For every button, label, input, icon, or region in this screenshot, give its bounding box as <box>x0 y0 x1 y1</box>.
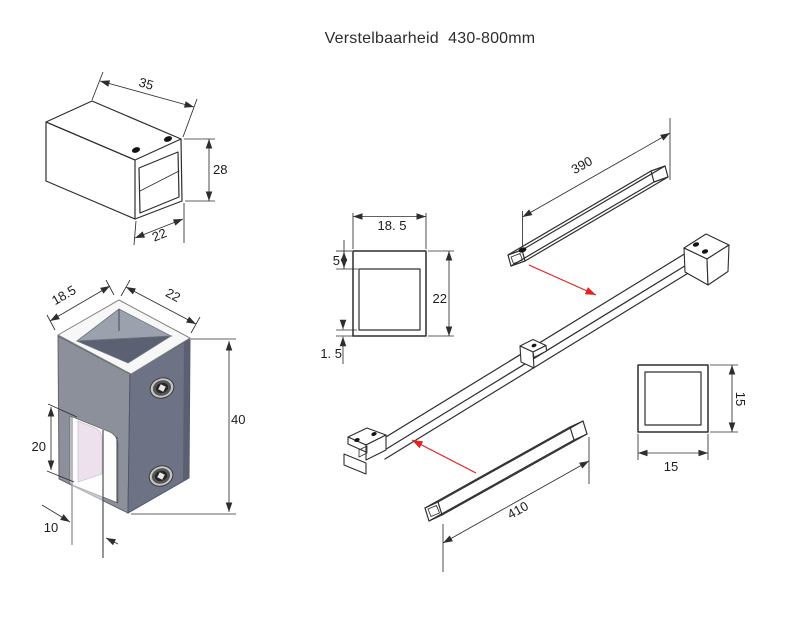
dim-box-height: 28 <box>184 138 227 202</box>
dim-label-upper-bar-length: 390 <box>569 153 595 177</box>
dim-label-profile-top-inset: 5 <box>333 253 340 268</box>
rod-glass-fitting <box>343 427 387 475</box>
dim-clamp-slot-height: 20 <box>32 403 78 483</box>
lower-bar-drawing: 410 <box>424 420 590 572</box>
pointer-arrow <box>411 439 477 474</box>
glass-panel <box>72 417 103 558</box>
dim-box-depth: 22 <box>133 203 185 246</box>
screw-hole-icon <box>531 343 537 348</box>
dim-profile-wall: 1. 5 <box>320 319 357 364</box>
profile-cross-section-drawing: 18. 5 5 22 1. 5 <box>320 213 454 364</box>
screw-hole-icon <box>354 438 360 442</box>
dim-label-box-width: 35 <box>137 74 155 92</box>
dim-profile-top-inset: 5 <box>333 240 358 270</box>
dim-box-width: 35 <box>91 71 198 138</box>
screw-hole-icon <box>701 249 709 254</box>
rod-middle-sleeve <box>519 338 548 369</box>
hex-screw-icon <box>148 465 174 487</box>
screw-hole-icon <box>371 432 377 436</box>
dim-glass-thickness: 10 <box>41 504 119 546</box>
dim-label-box-height: 28 <box>213 162 227 177</box>
dim-label-tube-height: 15 <box>733 392 748 406</box>
screw-hole-icon <box>692 242 700 247</box>
dim-label-clamp-height: 40 <box>231 412 245 427</box>
dim-label-lower-bar-length: 410 <box>505 498 531 522</box>
upper-bar-drawing: 390 <box>507 118 671 267</box>
dim-label-profile-wall: 1. 5 <box>320 346 342 361</box>
dim-label-profile-height: 22 <box>433 291 447 306</box>
dim-upper-bar-length: 390 <box>522 118 671 247</box>
dim-label-slot-height: 20 <box>32 439 46 454</box>
dim-profile-height: 22 <box>428 250 454 337</box>
stabilizer-assembly-drawing <box>343 233 730 475</box>
rod-end-connector <box>683 233 730 286</box>
screw-hole-icon <box>163 136 173 142</box>
hex-screw-icon <box>149 377 175 399</box>
dim-label-tube-width: 15 <box>664 459 678 474</box>
dim-label-glass-thickness: 10 <box>44 520 58 535</box>
dim-clamp-width: 22 <box>120 279 201 334</box>
dim-label-clamp-depth: 18.5 <box>49 282 78 308</box>
dim-label-clamp-width: 22 <box>163 285 183 305</box>
connector-box-drawing: 35 28 22 <box>45 71 227 246</box>
screw-hole-icon <box>131 147 141 153</box>
dim-label-profile-width: 18. 5 <box>378 218 407 233</box>
drawing-title: Verstelbaarheid 430-800mm <box>324 30 536 47</box>
dim-label-box-depth: 22 <box>150 225 169 244</box>
tube-cross-section-drawing: 15 15 <box>637 364 748 474</box>
dim-clamp-height: 40 <box>131 338 245 515</box>
dim-profile-width: 18. 5 <box>352 213 427 249</box>
glass-clamp-drawing: 18.5 22 40 20 <box>32 279 245 558</box>
screw-hole-icon <box>518 247 527 253</box>
dim-tube-height: 15 <box>710 364 748 433</box>
pointer-arrow <box>528 264 597 296</box>
dim-tube-width: 15 <box>637 434 709 474</box>
